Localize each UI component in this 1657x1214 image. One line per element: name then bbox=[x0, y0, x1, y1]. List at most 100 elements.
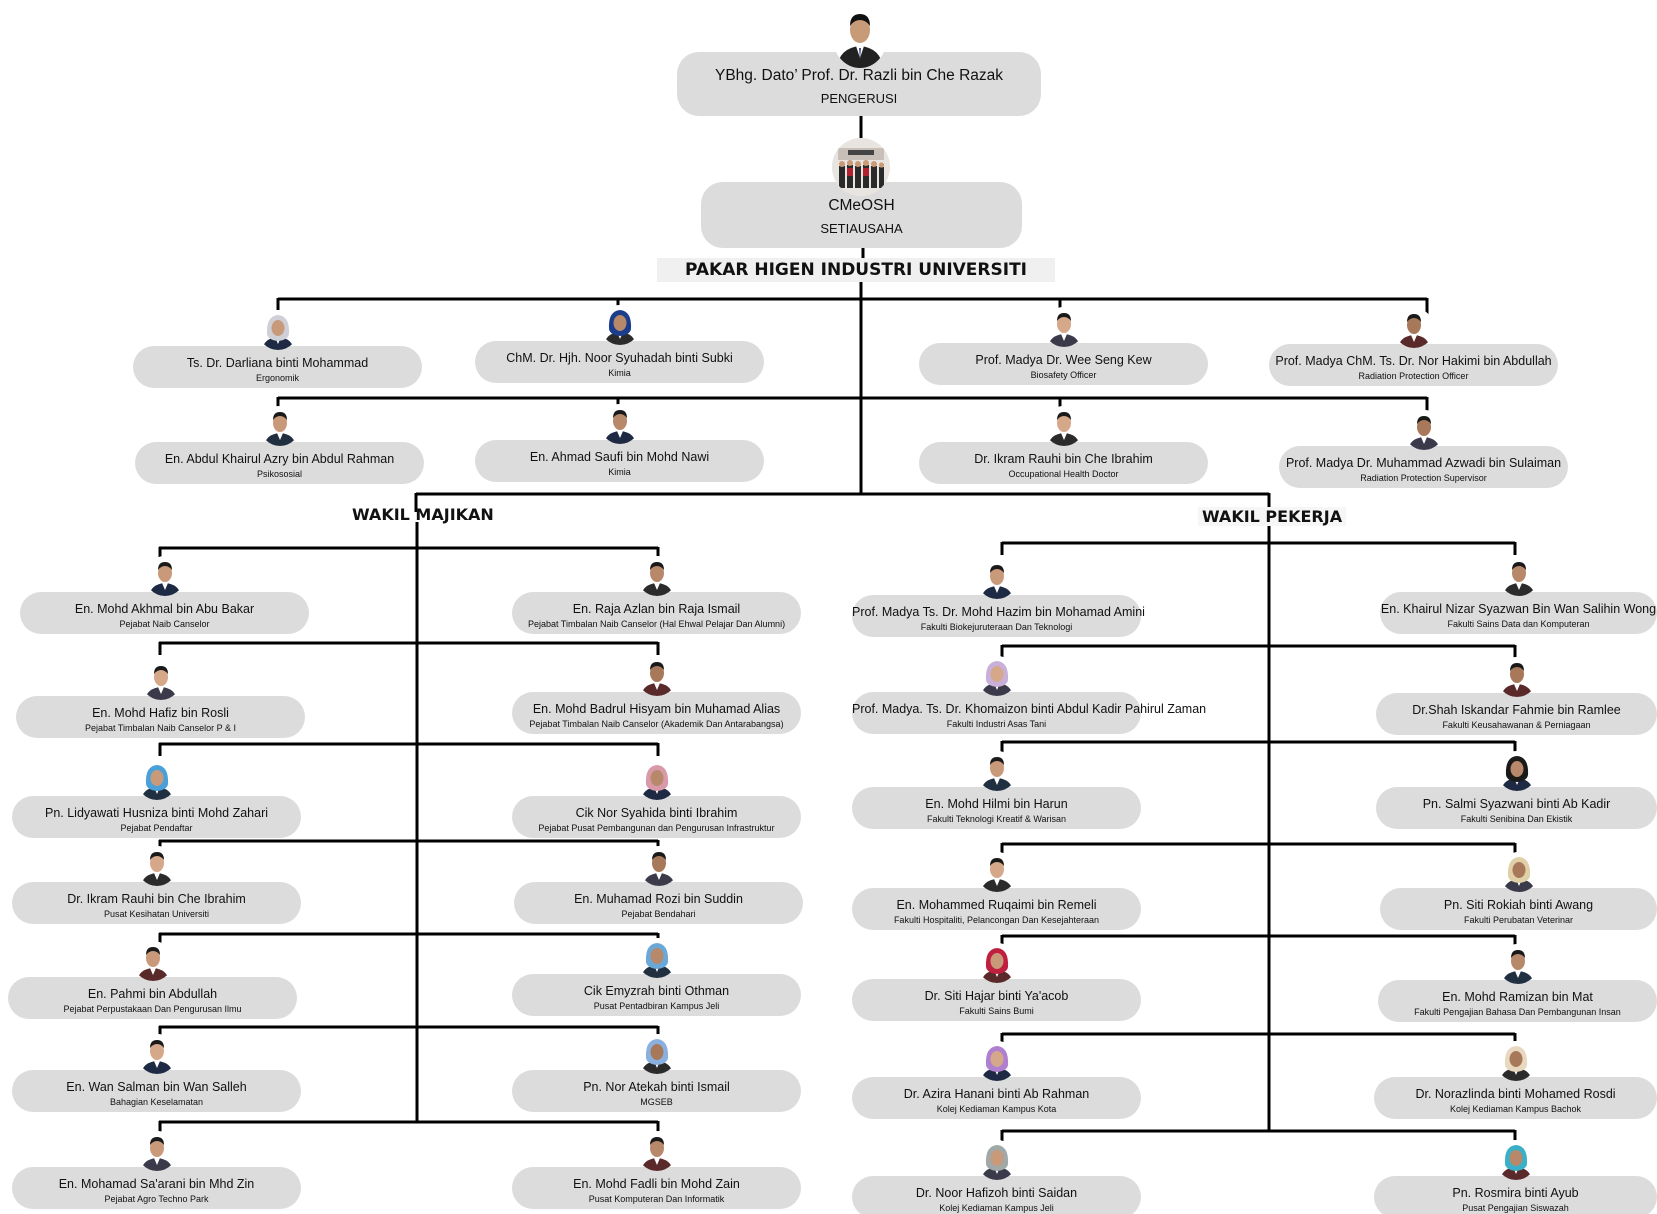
majikan-node-3: En. Mohd Badrul Hisyam bin Muhamad Alias… bbox=[512, 692, 801, 734]
experts-node-4-name: En. Abdul Khairul Azry bin Abdul Rahman bbox=[164, 452, 395, 466]
pekerja-node-7-role: Fakulti Perubatan Veterinar bbox=[1463, 915, 1574, 925]
pekerja-node-9-avatar bbox=[1497, 944, 1538, 984]
pekerja-node-5-avatar bbox=[1496, 751, 1537, 791]
majikan-node-8-name: En. Pahmi bin Abdullah bbox=[87, 987, 218, 1001]
experts-node-7-avatar bbox=[1403, 410, 1444, 450]
pekerja-node-4-avatar bbox=[976, 751, 1017, 791]
pekerja-node-8-name: Dr. Siti Hajar binti Ya'acob bbox=[924, 989, 1069, 1003]
pekerja-node-1-role: Fakulti Sains Data dan Komputeran bbox=[1447, 619, 1590, 629]
pekerja-node-1: En. Khairul Nizar Syazwan Bin Wan Salihi… bbox=[1380, 592, 1657, 634]
node-secretary-name: CMeOSH bbox=[828, 197, 895, 214]
section-heading-wakil-majikan: WAKIL MAJIKAN bbox=[352, 505, 494, 524]
pekerja-node-11-name: Dr. Norazlinda binti Mohamed Rosdi bbox=[1415, 1087, 1616, 1101]
pekerja-node-7-name: Pn. Siti Rokiah binti Awang bbox=[1443, 898, 1594, 912]
majikan-node-11-avatar bbox=[636, 1034, 677, 1074]
pekerja-node-8-role: Fakulti Sains Bumi bbox=[959, 1006, 1034, 1016]
pekerja-node-6-name: En. Mohammed Ruqaimi bin Remeli bbox=[896, 898, 1097, 912]
node-secretary: CMeOSH SETIAUSAHA bbox=[701, 182, 1022, 248]
pekerja-node-12-name: Dr. Noor Hafizoh binti Saidan bbox=[915, 1186, 1078, 1200]
pekerja-node-2: Prof. Madya. Ts. Dr. Khomaizon binti Abd… bbox=[852, 692, 1206, 734]
majikan-node-13-avatar bbox=[636, 1131, 677, 1171]
pekerja-node-5-name: Pn. Salmi Syazwani binti Ab Kadir bbox=[1422, 797, 1611, 811]
experts-node-7-role: Radiation Protection Supervisor bbox=[1360, 473, 1487, 483]
pekerja-node-10-role: Kolej Kediaman Kampus Kota bbox=[936, 1104, 1057, 1114]
majikan-node-12-avatar bbox=[136, 1131, 177, 1171]
pekerja-node-0-avatar bbox=[976, 559, 1017, 599]
majikan-node-9-avatar bbox=[636, 938, 677, 978]
pekerja-node-3-role: Fakulti Keusahawanan & Perniagaan bbox=[1442, 720, 1591, 730]
pekerja-node-4-name: En. Mohd Hilmi bin Harun bbox=[925, 797, 1068, 811]
experts-node-1-avatar bbox=[599, 305, 640, 345]
majikan-node-5-avatar bbox=[636, 760, 677, 800]
pekerja-node-1-name: En. Khairul Nizar Syazwan Bin Wan Salihi… bbox=[1380, 602, 1657, 616]
experts-node-1-name: ChM. Dr. Hjh. Noor Syuhadah binti Subki bbox=[506, 351, 733, 365]
majikan-node-2-avatar bbox=[140, 660, 181, 700]
experts-node-2-name: Prof. Madya Dr. Wee Seng Kew bbox=[975, 353, 1152, 367]
pekerja-node-2-role: Fakulti Industri Asas Tani bbox=[946, 719, 1047, 729]
pekerja-node-10-avatar bbox=[976, 1041, 1017, 1081]
pekerja-node-1-avatar bbox=[1498, 556, 1539, 596]
section-heading-wakil-pekerja: WAKIL PEKERJA bbox=[1198, 507, 1347, 526]
majikan-node-10-role: Bahagian Keselamatan bbox=[109, 1097, 204, 1107]
experts-node-3-avatar bbox=[1393, 308, 1434, 348]
pekerja-node-12-role: Kolej Kediaman Kampus Jeli bbox=[939, 1203, 1054, 1213]
majikan-node-0-role: Pejabat Naib Canselor bbox=[119, 619, 210, 629]
pekerja-node-4-role: Fakulti Teknologi Kreatif & Warisan bbox=[926, 814, 1067, 824]
experts-node-2-role: Biosafety Officer bbox=[1030, 370, 1097, 380]
pekerja-node-13-role: Pusat Pengajian Siswazah bbox=[1462, 1203, 1569, 1213]
pekerja-node-8-avatar bbox=[976, 943, 1017, 983]
experts-node-5-name: En. Ahmad Saufi bin Mohd Nawi bbox=[529, 450, 710, 464]
experts-node-2-avatar bbox=[1043, 307, 1084, 347]
pekerja-node-12-avatar bbox=[976, 1140, 1017, 1180]
majikan-node-5-role: Pejabat Pusat Pembangunan dan Pengurusan… bbox=[538, 823, 775, 833]
majikan-node-3-name: En. Mohd Badrul Hisyam bin Muhamad Alias bbox=[532, 702, 781, 716]
experts-node-0-name: Ts. Dr. Darliana binti Mohammad bbox=[186, 356, 369, 370]
majikan-node-6-avatar bbox=[136, 846, 177, 886]
majikan-node-9-role: Pusat Pentadbiran Kampus Jeli bbox=[593, 1001, 720, 1011]
majikan-node-8-role: Pejabat Perpustakaan Dan Pengurusan Ilmu bbox=[63, 1004, 242, 1014]
pekerja-node-7-avatar bbox=[1498, 852, 1539, 892]
majikan-node-0-name: En. Mohd Akhmal bin Abu Bakar bbox=[74, 602, 255, 616]
pekerja-node-2-avatar bbox=[976, 656, 1017, 696]
experts-node-5-role: Kimia bbox=[608, 467, 631, 477]
majikan-node-12-role: Pejabat Agro Techno Park bbox=[104, 1194, 209, 1204]
majikan-node-1-avatar bbox=[636, 556, 677, 596]
majikan-node-4-avatar bbox=[136, 760, 177, 800]
majikan-node-10-name: En. Wan Salman bin Wan Salleh bbox=[66, 1080, 247, 1094]
pekerja-node-11-role: Kolej Kediaman Kampus Bachok bbox=[1449, 1104, 1582, 1114]
majikan-node-6-name: Dr. Ikram Rauhi bin Che Ibrahim bbox=[67, 892, 246, 906]
majikan-node-11-role: MGSEB bbox=[640, 1097, 673, 1107]
majikan-node-12-name: En. Mohamad Sa'arani bin Mhd Zin bbox=[58, 1177, 255, 1191]
experts-node-6-role: Occupational Health Doctor bbox=[1008, 469, 1119, 479]
node-secretary-role: SETIAUSAHA bbox=[820, 221, 903, 236]
majikan-node-9-name: Cik Emyzrah binti Othman bbox=[583, 984, 730, 998]
majikan-node-2-role: Pejabat Timbalan Naib Canselor P & I bbox=[85, 723, 236, 733]
pekerja-node-5-role: Fakulti Senibina Dan Ekistik bbox=[1460, 814, 1573, 824]
majikan-node-0-avatar bbox=[144, 556, 185, 596]
experts-node-1-role: Kimia bbox=[608, 368, 631, 378]
experts-node-3: Prof. Madya ChM. Ts. Dr. Nor Hakimi bin … bbox=[1269, 344, 1558, 386]
majikan-node-7-avatar bbox=[638, 846, 679, 886]
majikan-node-3-avatar bbox=[636, 656, 677, 696]
